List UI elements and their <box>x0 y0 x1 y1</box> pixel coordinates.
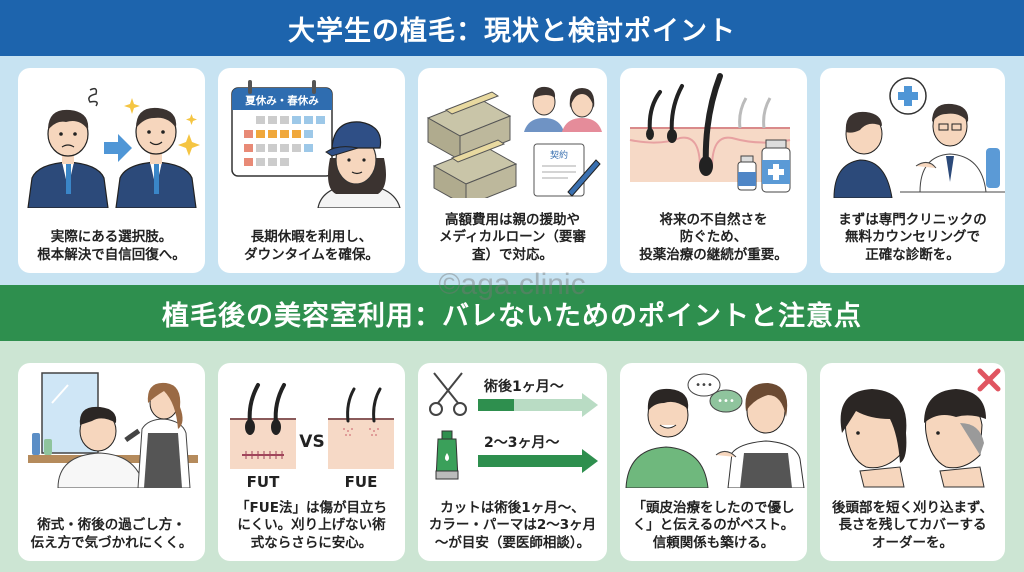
customer-stylist-conversation-icon: ••• ••• <box>625 373 805 488</box>
calendar-icon: 夏休み・春休み <box>231 80 401 208</box>
money-parents-contract-icon: 契約 <box>426 86 602 198</box>
worried-to-confident-student-icon <box>27 87 200 208</box>
bottom-section-title: 植毛後の美容室利用：バレないためのポイントと注意点 <box>0 285 1024 341</box>
card-caption: 術式・術後の過ごし方・ 伝え方で気づかれにくく。 <box>30 517 193 552</box>
hair-salon-icon <box>28 372 198 488</box>
card-caption: 実際にある選択肢。 根本解決で自信回復へ。 <box>37 229 186 264</box>
timeline-arrows-icon: 術後1ヶ月〜 2〜3ヶ月〜 <box>429 372 598 480</box>
card-caption: 高額費用は親の援助や メディカルローン（要審 査）で対応。 <box>439 211 586 264</box>
card-haircut-order: 後頭部を短く刈り込まず、 長さを残してカバーする オーダーを。 <box>820 363 1005 561</box>
fue-label: FUE <box>345 473 378 488</box>
card-medication: 将来の不自然さを 防ぐため、 投薬治療の継続が重要。 <box>620 68 807 273</box>
hair-follicle-medicine-icon <box>629 73 791 193</box>
calendar-label: 夏休み・春休み <box>244 94 319 107</box>
card-real-option: 実際にある選択肢。 根本解決で自信回復へ。 <box>18 68 205 273</box>
card-salon-tips: 術式・術後の過ごし方・ 伝え方で気づかれにくく。 <box>18 363 205 561</box>
top-section: 実際にある選択肢。 根本解決で自信回復へ。 夏休み・春休み <box>0 56 1024 285</box>
card-caption: 「頭皮治療をしたので優し く」と伝えるのがベスト。 信頼関係も築ける。 <box>632 499 795 552</box>
card-timeline: 術後1ヶ月〜 2〜3ヶ月〜 カットは術後1ヶ月〜、 カラー・パーマは2〜3ヶ月 … <box>418 363 607 561</box>
bottom-section: 術式・術後の過ごし方・ 伝え方で気づかれにくく。 VS FUT FUE 「FUE… <box>0 341 1024 572</box>
card-caption: まずは専門クリニックの 無料カウンセリングで 正確な診断を。 <box>838 211 987 264</box>
card-counseling: まずは専門クリニックの 無料カウンセリングで 正確な診断を。 <box>820 68 1005 273</box>
card-caption: 長期休暇を利用し、 ダウンタイムを確保。 <box>244 229 379 264</box>
timeline-label-cut: 術後1ヶ月〜 <box>483 378 564 395</box>
card-fut-vs-fue: VS FUT FUE 「FUE法」は傷が目立ち にくい。刈り上げない術 式ならさ… <box>218 363 405 561</box>
cross-mark-icon <box>977 368 1001 392</box>
card-vacation-downtime: 夏休み・春休み 長期休暇を利用し、 ダウンタイムを確保。 <box>218 68 405 273</box>
top-section-title: 大学生の植毛：現状と検討ポイント <box>0 0 1024 56</box>
hair-dye-tube-icon <box>435 430 459 480</box>
fut-label: FUT <box>247 473 280 488</box>
card-caption: 将来の不自然さを 防ぐため、 投薬治療の継続が重要。 <box>639 211 788 264</box>
card-communication: ••• ••• 「頭皮治療をしたので優し く」と伝えるのがベスト。 信頼関係も築… <box>620 363 807 561</box>
svg-text:•••: ••• <box>695 380 713 391</box>
timeline-label-color: 2〜3ヶ月〜 <box>484 435 559 451</box>
scissors-icon <box>429 372 467 416</box>
svg-text:•••: ••• <box>717 396 735 407</box>
card-caption: 後頭部を短く刈り込まず、 長さを残してカバーする オーダーを。 <box>831 499 994 552</box>
haircut-comparison-icon <box>840 368 1001 488</box>
doctor-counseling-icon <box>833 77 1005 198</box>
contract-label: 契約 <box>550 149 568 161</box>
vs-label: VS <box>299 432 324 452</box>
card-caption: カットは術後1ヶ月〜、 カラー・パーマは2〜3ヶ月 〜が目安（要医師相談）。 <box>428 499 597 552</box>
fut-vs-fue-icon: VS FUT FUE <box>230 383 394 488</box>
card-cost-support: 契約 高額費用は親の援助や メディカルローン（要審 査）で対応。 <box>418 68 607 273</box>
card-caption: 「FUE法」は傷が目立ち にくい。刈り上げない術 式ならさらに安心。 <box>236 499 387 552</box>
